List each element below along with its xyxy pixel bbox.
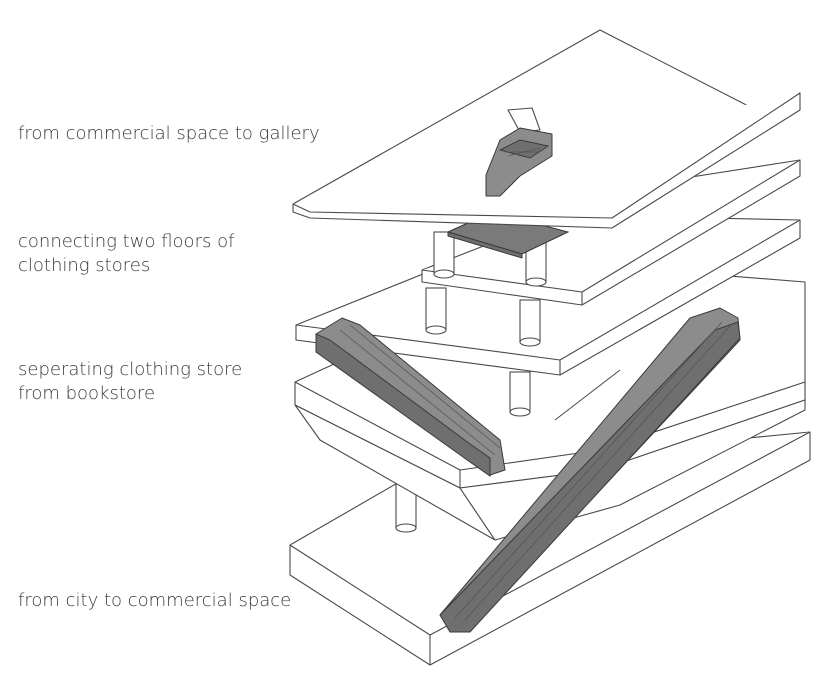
label-connecting-clothing-floors: connecting two floors of clothing stores (18, 231, 235, 276)
label-separating-clothing-bookstore: seperating clothing store from bookstore (18, 359, 243, 404)
columns-upper (433, 231, 547, 287)
gallery-escalator (485, 107, 553, 197)
label-city-to-commercial: from city to commercial space (18, 590, 292, 611)
columns-middle (425, 287, 541, 417)
escalator-right (439, 307, 741, 633)
escalator-left (315, 317, 506, 477)
label-commercial-to-gallery: from commercial space to gallery (18, 123, 320, 144)
